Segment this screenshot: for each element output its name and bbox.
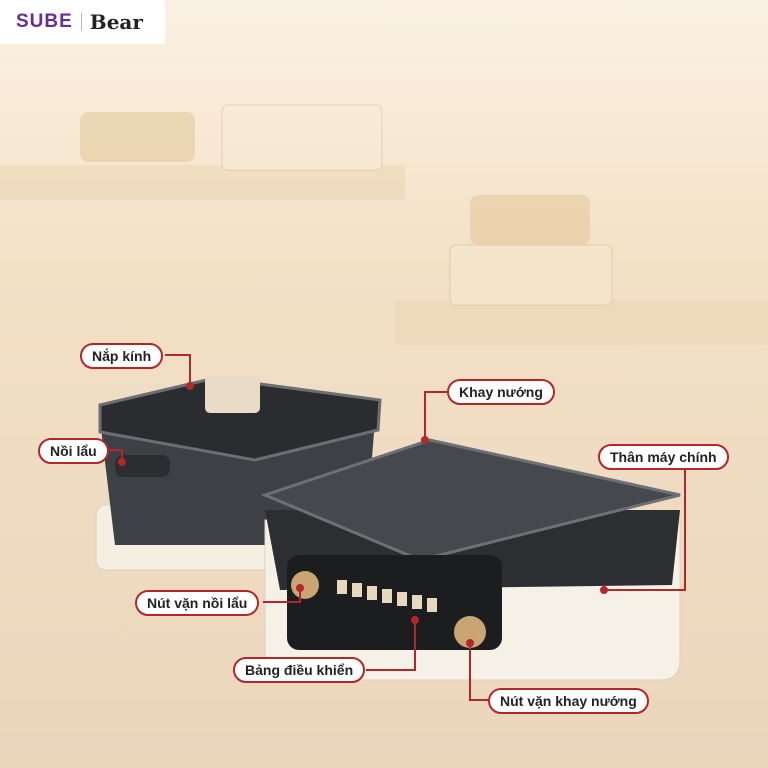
logo-divider [80,13,82,31]
callout-lines [105,354,686,701]
label-grill-knob: Nút vặn khay nướng [488,688,649,714]
grill-knob [454,616,486,648]
main-body [260,438,681,681]
sube-logo: SUBE [16,11,73,32]
background-products [0,104,768,345]
label-grill-tray: Khay nướng [447,379,555,405]
control-panel [287,555,502,650]
brand-logo: SUBE Bear [0,0,165,44]
label-control-panel: Bảng điều khiển [233,657,366,683]
label-hotpot-knob: Nút vặn nồi lẩu [135,590,260,616]
bear-logo: Bear [89,10,143,34]
label-main-body: Thân máy chính [598,444,729,470]
hotpot-knob [291,571,319,599]
label-lid: Nắp kính [80,343,164,369]
label-hotpot: Nồi lẩu [38,438,109,464]
